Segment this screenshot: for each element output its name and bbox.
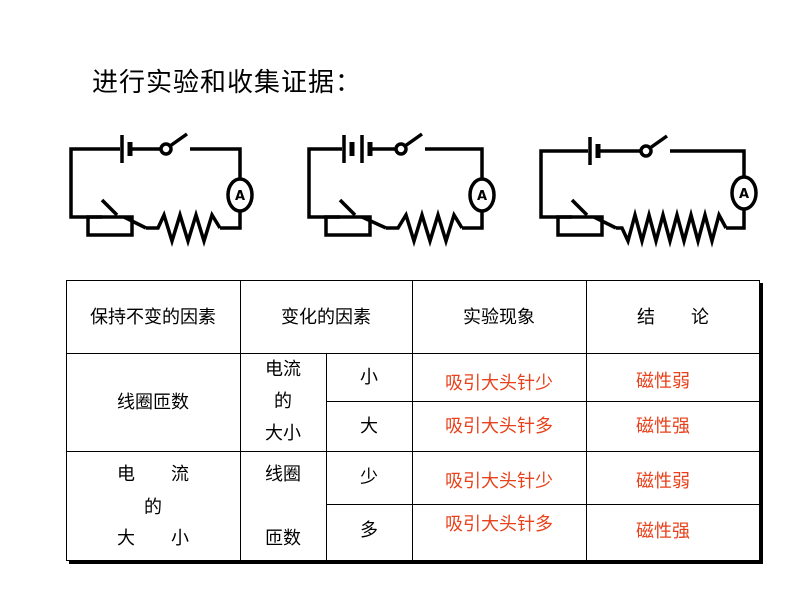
slider-arrow	[570, 198, 589, 217]
group2-row2-phenomenon: 吸引大头针多	[445, 514, 553, 535]
slider-arrow	[338, 198, 357, 217]
switch-blade	[168, 132, 189, 148]
rheostat-slider	[593, 215, 617, 230]
group1-row2-phenomenon: 吸引大头针多	[445, 416, 553, 437]
header-divider	[66, 353, 760, 354]
resistor-zigzag	[386, 209, 464, 247]
group1-row-divider	[326, 401, 760, 402]
group2-constant-line2: 的	[144, 497, 162, 518]
rheostat-body	[86, 215, 134, 237]
switch-blade	[403, 132, 424, 148]
resistor-zigzag	[616, 208, 728, 248]
wire-ammeter-resistor	[462, 211, 484, 230]
ammeter-label: A	[235, 189, 245, 204]
group2-row-divider	[326, 504, 760, 505]
circuit-diagram-3: A	[539, 134, 758, 248]
header-constant-factor: 保持不变的因素	[90, 307, 216, 328]
switch-blade	[648, 134, 669, 150]
header-variable-factor: 变化的因素	[281, 307, 371, 328]
wire-right	[190, 147, 242, 178]
wire-right	[425, 147, 484, 178]
slider-arrow	[100, 198, 119, 217]
col-divider-sub	[326, 353, 327, 561]
wire-ammeter-resistor	[220, 211, 242, 230]
results-table: 保持不变的因素 变化的因素 实验现象 结 论 线圈匝数 电流 的 大小 小 吸引…	[66, 280, 763, 564]
group1-variable-line2: 的	[274, 391, 292, 412]
resistor-zigzag	[146, 209, 222, 247]
rheostat-body	[324, 215, 372, 237]
group1-variable-line1: 电流	[265, 359, 301, 380]
group2-variable-line2: 匝数	[265, 528, 301, 549]
wire-left	[307, 147, 342, 219]
rheostat-slider	[361, 215, 387, 230]
circuit-diagram-1: A	[69, 132, 254, 247]
header-phenomenon: 实验现象	[463, 307, 535, 328]
group1-row1-level: 小	[360, 367, 378, 388]
group2-row2-level: 多	[360, 520, 378, 541]
rheostat-body	[556, 215, 604, 237]
col-divider-2	[412, 280, 413, 561]
group1-row2-conclusion: 磁性强	[636, 416, 690, 437]
switch-pivot	[394, 142, 408, 156]
group1-row2-level: 大	[360, 416, 378, 437]
wire-right	[670, 149, 746, 176]
ammeter-label: A	[477, 189, 487, 204]
group2-constant-line3: 大 小	[117, 528, 189, 549]
group2-row1-conclusion: 磁性弱	[636, 471, 690, 492]
col-divider-3	[586, 280, 587, 561]
group-divider	[66, 451, 760, 452]
wire-left	[69, 147, 120, 219]
table-shadow-right	[760, 283, 763, 564]
header-conclusion: 结 论	[637, 307, 709, 328]
ammeter-label: A	[739, 187, 749, 202]
table-shadow-bottom	[69, 561, 763, 564]
circuit-diagram-2: A	[307, 132, 496, 247]
group2-row2-conclusion: 磁性强	[636, 521, 690, 542]
wire-ammeter-resistor	[726, 209, 746, 230]
rheostat-slider	[123, 215, 147, 230]
col-divider-1	[240, 280, 241, 561]
group1-variable-line3: 大小	[265, 423, 301, 444]
group2-variable-line1: 线圈	[265, 464, 301, 485]
group2-row1-phenomenon: 吸引大头针少	[445, 471, 553, 492]
switch-pivot	[159, 142, 173, 156]
switch-pivot	[639, 144, 653, 158]
group1-row1-phenomenon: 吸引大头针少	[445, 373, 553, 394]
group1-row1-conclusion: 磁性弱	[636, 371, 690, 392]
group2-row1-level: 少	[360, 467, 378, 488]
slide-title: 进行实验和收集证据：	[92, 68, 363, 98]
table-frame	[66, 280, 760, 561]
group2-constant-line1: 电 流	[117, 464, 189, 485]
group1-constant: 线圈匝数	[117, 392, 189, 413]
